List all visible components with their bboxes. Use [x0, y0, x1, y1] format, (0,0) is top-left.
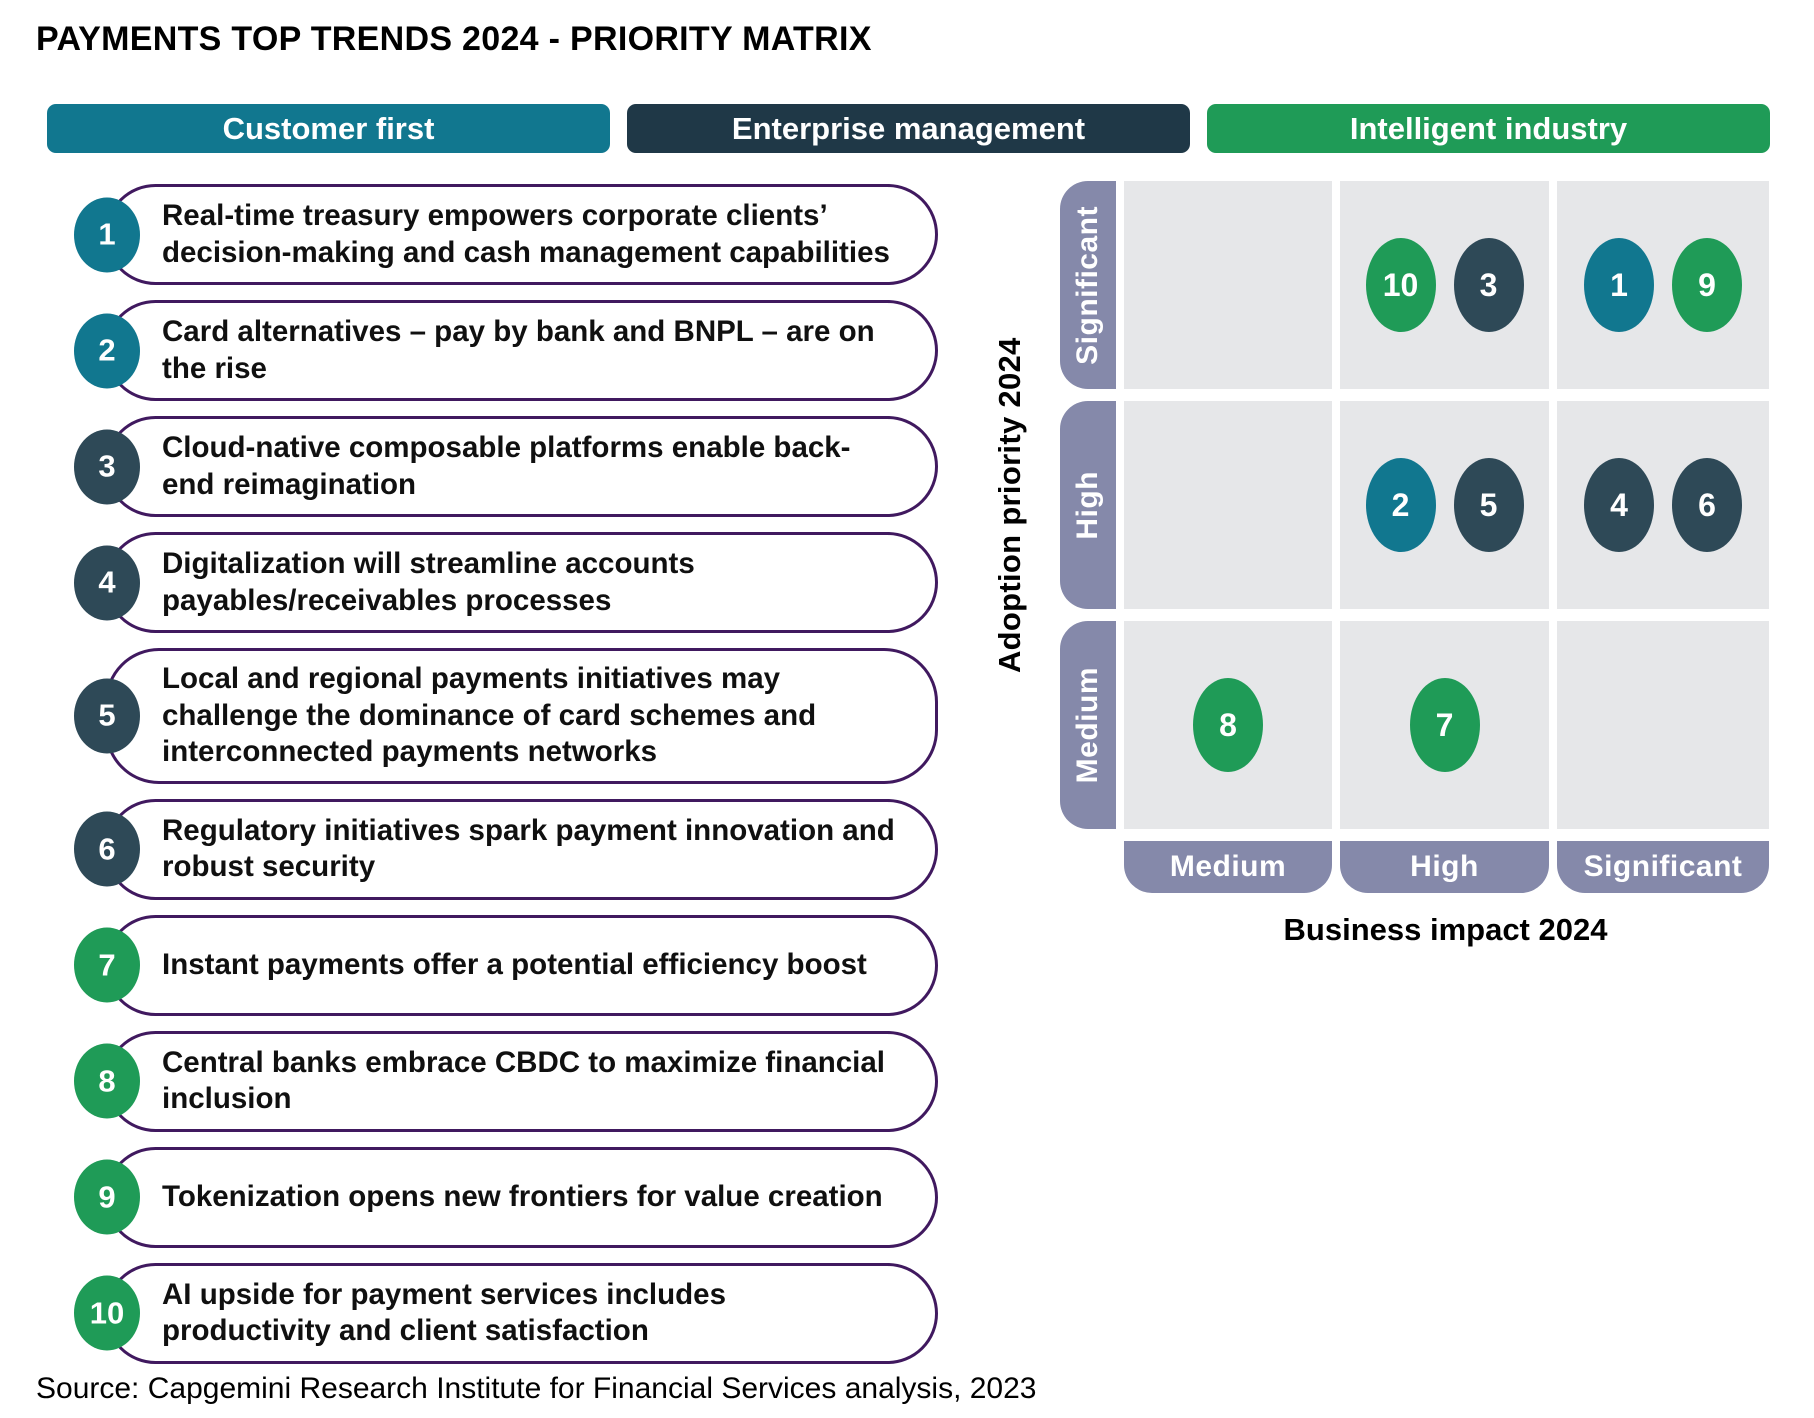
page-title: PAYMENTS TOP TRENDS 2024 - PRIORITY MATR… — [36, 20, 872, 58]
cell-significant-high: 10 3 — [1340, 181, 1549, 389]
trend-text: Instant payments offer a potential effic… — [162, 947, 867, 981]
matrix-bubble-6: 6 — [1672, 458, 1742, 552]
trend-text: Central banks embrace CBDC to maximize f… — [162, 1045, 885, 1116]
cell-high-medium — [1124, 401, 1332, 609]
trend-text: Tokenization opens new frontiers for val… — [162, 1179, 883, 1213]
matrix-bubble-7: 7 — [1409, 678, 1480, 772]
matrix-bubble-1: 1 — [1584, 238, 1654, 332]
matrix-bubble-9: 9 — [1672, 238, 1742, 332]
category-header-row: Customer first Enterprise management Int… — [47, 104, 1770, 153]
source-note: Source: Capgemini Research Institute for… — [36, 1372, 1037, 1405]
trend-item-1: 1 Real-time treasury empowers corporate … — [74, 184, 938, 285]
trend-item-6: 6 Regulatory initiatives spark payment i… — [74, 798, 938, 900]
trend-text: Regulatory initiatives spark payment inn… — [162, 813, 895, 884]
priority-matrix: Significant 10 3 1 9 High 2 5 4 6 Medium… — [1060, 181, 1769, 893]
cell-significant-significant: 1 9 — [1557, 181, 1769, 389]
trend-text: Cloud-native composable platforms enable… — [162, 430, 851, 501]
trend-item-3: 3 Cloud-native composable platforms enab… — [74, 416, 938, 517]
col-label-significant: Significant — [1557, 841, 1769, 893]
matrix-bubble-2: 2 — [1365, 458, 1436, 552]
category-intelligent-industry: Intelligent industry — [1207, 104, 1770, 153]
trend-text: Real-time treasury empowers corporate cl… — [162, 198, 890, 269]
trend-item-5: 5 Local and regional payments initiative… — [74, 648, 938, 784]
category-enterprise-management: Enterprise management — [627, 104, 1190, 153]
matrix-corner-spacer — [1060, 841, 1116, 893]
y-axis-title: Adoption priority 2024 — [992, 337, 1027, 673]
row-label-high: High — [1060, 401, 1116, 609]
trend-number-badge: 6 — [74, 811, 140, 887]
matrix-bubble-10: 10 — [1365, 238, 1436, 332]
category-customer-first: Customer first — [47, 104, 610, 153]
trend-item-8: 8 Central banks embrace CBDC to maximize… — [74, 1030, 938, 1132]
cell-significant-medium — [1124, 181, 1332, 389]
trend-item-4: 4 Digitalization will streamline account… — [74, 532, 938, 633]
trend-number-badge: 7 — [74, 927, 140, 1003]
cell-medium-high: 7 — [1340, 621, 1549, 829]
row-label-significant: Significant — [1060, 181, 1116, 389]
trend-text: AI upside for payment services includes … — [162, 1277, 726, 1348]
trend-text: Card alternatives – pay by bank and BNPL… — [162, 314, 875, 385]
cell-medium-medium: 8 — [1124, 621, 1332, 829]
trend-text: Digitalization will streamline accounts … — [162, 546, 695, 617]
cell-high-significant: 4 6 — [1557, 401, 1769, 609]
trend-number-badge: 9 — [74, 1159, 140, 1235]
matrix-bubble-8: 8 — [1193, 678, 1263, 772]
trend-number-badge: 8 — [74, 1043, 140, 1119]
trend-item-7: 7 Instant payments offer a potential eff… — [74, 914, 938, 1016]
trend-number-badge: 3 — [74, 429, 140, 504]
trend-number-badge: 10 — [74, 1275, 140, 1351]
trend-list: 1 Real-time treasury empowers corporate … — [74, 184, 938, 1364]
trend-number-badge: 2 — [74, 313, 140, 388]
col-label-high: High — [1340, 841, 1549, 893]
trend-item-2: 2 Card alternatives – pay by bank and BN… — [74, 300, 938, 401]
row-label-medium: Medium — [1060, 621, 1116, 829]
trend-item-9: 9 Tokenization opens new frontiers for v… — [74, 1146, 938, 1248]
x-axis-title: Business impact 2024 — [1283, 912, 1608, 947]
trend-number-badge: 4 — [74, 545, 140, 620]
col-label-medium: Medium — [1124, 841, 1332, 893]
matrix-bubble-4: 4 — [1584, 458, 1654, 552]
trend-item-10: 10 AI upside for payment services includ… — [74, 1262, 938, 1364]
matrix-bubble-3: 3 — [1453, 238, 1524, 332]
trend-number-badge: 1 — [74, 197, 140, 272]
cell-medium-significant — [1557, 621, 1769, 829]
trend-number-badge: 5 — [74, 678, 140, 754]
trend-text: Local and regional payments initiatives … — [162, 662, 817, 769]
cell-high-high: 2 5 — [1340, 401, 1549, 609]
matrix-bubble-5: 5 — [1453, 458, 1524, 552]
